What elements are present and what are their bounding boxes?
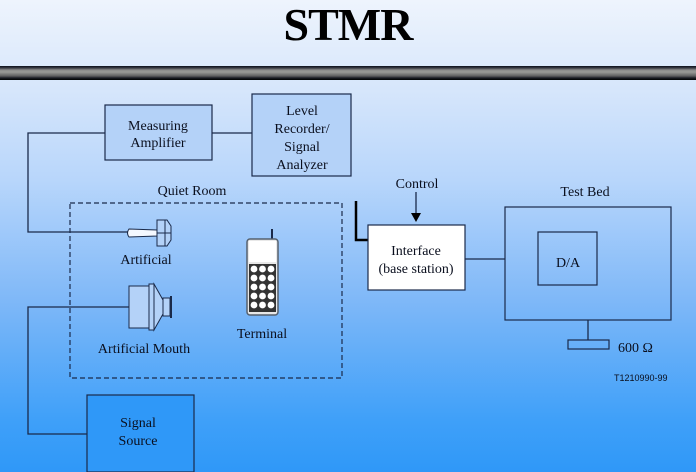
resistor-load-icon [567,339,610,350]
measuring-amplifier-label-2: Amplifier [130,136,186,151]
quiet-room-boundary [69,202,343,379]
load-label: 600 Ω [618,341,653,356]
source-to-mouth-line [27,306,130,435]
signal-source-label-1: Signal [120,416,156,431]
artificial-ear-label: Artificial [120,253,171,268]
terminal-label: Terminal [237,327,287,342]
page-title: STMR [283,0,414,50]
measuring-amplifier-label-1: Measuring [128,119,188,134]
signal-source-label-2: Source [119,434,158,449]
control-label: Control [396,177,439,192]
test-bed-block[interactable] [504,206,672,321]
signal-source-block[interactable]: Signal Source [86,394,195,472]
control-arrow-icon [411,213,421,222]
level-recorder-label-2: Recorder/ [274,122,329,137]
test-bed-label: Test Bed [560,185,609,200]
phone-keypad [250,265,275,309]
da-label: D/A [556,256,581,271]
connections [27,132,589,435]
quiet-room-label: Quiet Room [158,184,227,199]
measuring-amplifier-block[interactable]: Measuring Amplifier [104,104,213,161]
level-recorder-label-3: Signal [284,140,320,155]
artificial-mouth-label: Artificial Mouth [98,342,190,357]
figure-id-label: T1210990-99 [614,373,668,383]
artificial-mouth-icon [128,282,172,332]
level-recorder-label-1: Level [286,104,318,119]
title-divider [0,66,696,80]
level-recorder-label-4: Analyzer [276,158,328,173]
terminal-phone-icon [246,229,279,316]
interface-label-2: (base station) [378,262,453,277]
da-converter-block[interactable]: D/A [537,231,598,286]
level-recorder-block[interactable]: Level Recorder/ Signal Analyzer [251,93,352,177]
interface-block[interactable]: Interface (base station) [367,224,466,291]
amp-to-ear-line [27,132,136,233]
interface-label-1: Interface [391,244,441,259]
terminal-link-line [354,201,368,242]
artificial-ear-icon [127,219,172,247]
